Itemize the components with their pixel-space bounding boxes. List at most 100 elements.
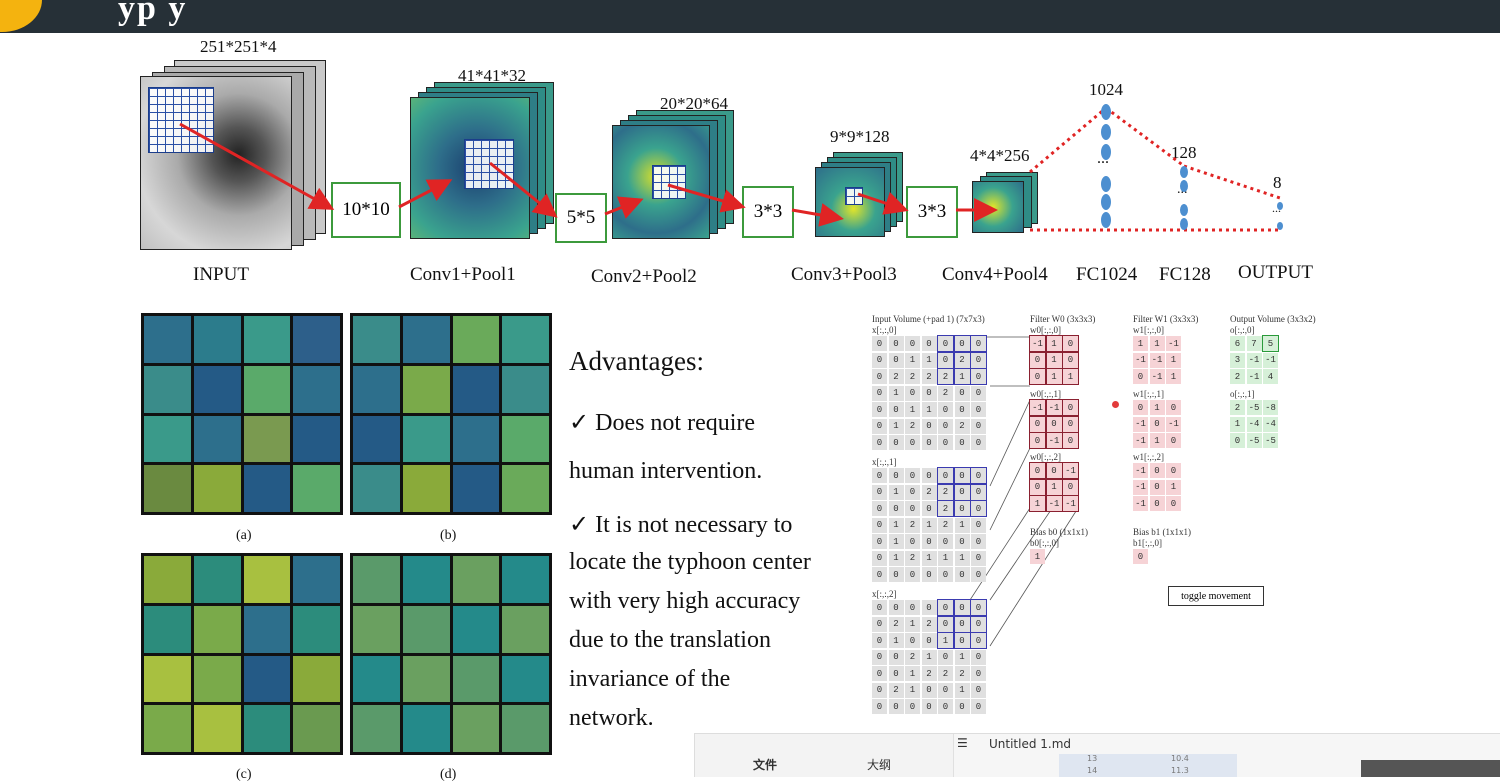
input-matrix-cell: 0 — [971, 418, 986, 434]
toggle-movement-button[interactable]: toggle movement — [1168, 586, 1264, 606]
filter1-matrix-cell: 1 — [1149, 336, 1165, 351]
filter0-matrix-cell: 0 — [1029, 462, 1046, 479]
output-matrix-cell: -5 — [1246, 433, 1262, 448]
filter1-matrix-cell: 0 — [1133, 369, 1148, 384]
output-matrix-cell: -5 — [1246, 400, 1262, 415]
input-matrix-cell: 0 — [971, 550, 986, 566]
feature-map-label-b: (b) — [440, 528, 457, 543]
layer-label-fc1024: FC1024 — [1076, 264, 1138, 285]
input-matrix-cell: 0 — [954, 567, 970, 582]
input-matrix-cell: 0 — [953, 632, 971, 649]
filter1-matrix-cell: 1 — [1149, 433, 1165, 448]
filter0-matrix-cell: -1 — [1045, 495, 1063, 512]
input-dim-label: 251*251*4 — [200, 37, 277, 56]
editor-image-thumbnail — [1361, 760, 1500, 777]
layer-label-conv4: Conv4+Pool4 — [942, 264, 1048, 285]
input-matrix-cell: 0 — [872, 682, 887, 698]
menu-icon[interactable]: ☰ — [957, 736, 968, 750]
input-matrix-cell: 0 — [888, 435, 904, 450]
input-matrix-cell: 0 — [888, 649, 904, 665]
slide-header-bar: yp y — [0, 0, 1500, 33]
filter1-matrix-cell: -1 — [1166, 336, 1181, 351]
demo-w12-label: w1[:,:,2] — [1133, 452, 1164, 462]
input-matrix-cell: 0 — [888, 468, 904, 483]
filter0-matrix-cell: 0 — [1029, 478, 1046, 496]
input-matrix-cell: 0 — [954, 534, 970, 549]
filter0-matrix-cell: 0 — [1029, 368, 1046, 385]
input-matrix-cell: 0 — [938, 682, 953, 698]
advantage-line-7: invariance of the — [569, 666, 731, 692]
filter0-matrix-cell: 0 — [1062, 335, 1079, 352]
input-matrix-cell: 0 — [971, 567, 986, 582]
input-matrix-cell: 0 — [872, 649, 887, 665]
input-matrix-cell: 0 — [971, 435, 986, 450]
filter1-matrix-cell: -1 — [1166, 416, 1181, 432]
feature-map-label-a: (a) — [236, 528, 252, 543]
input-matrix-cell: 0 — [954, 385, 970, 401]
input-matrix-cell: 2 — [888, 616, 904, 632]
input-matrix-cell: 2 — [953, 351, 971, 369]
filter1-matrix-cell: -1 — [1133, 352, 1148, 368]
filter1-matrix-cell: 0 — [1149, 416, 1165, 432]
demo-w00-label: w0[:,:,0] — [1030, 325, 1061, 335]
filter0-matrix-cell: 1 — [1029, 495, 1046, 512]
input-matrix-cell: 1 — [905, 682, 920, 698]
input-matrix-cell: 0 — [905, 600, 920, 615]
filter1-matrix-cell: 0 — [1166, 433, 1181, 448]
tab-outline[interactable]: 大纲 — [867, 758, 892, 772]
filter1-matrix-cell: -1 — [1133, 463, 1148, 478]
input-matrix-cell: 0 — [888, 336, 904, 351]
input-matrix-cell: 0 — [888, 352, 904, 368]
filter0-matrix-cell: -1 — [1062, 462, 1079, 479]
layer-label-conv1: Conv1+Pool1 — [410, 264, 516, 285]
input-matrix-cell: 1 — [953, 368, 971, 385]
input-matrix-cell: 0 — [905, 567, 920, 582]
advantage-line-3: ✓ It is not necessary to — [569, 512, 793, 538]
input-matrix-cell: 0 — [905, 633, 920, 648]
input-matrix-cell: 0 — [921, 385, 937, 401]
fc1024-node — [1101, 176, 1111, 192]
output-matrix-cell: 6 — [1230, 336, 1245, 351]
input-matrix-cell: 0 — [872, 534, 887, 549]
input-matrix-cell: 0 — [888, 567, 904, 582]
filter1-matrix-cell: 0 — [1149, 479, 1165, 495]
input-matrix-cell: 0 — [905, 336, 920, 351]
filter1-matrix-cell: -1 — [1133, 479, 1148, 495]
input-matrix-cell: 1 — [905, 666, 920, 681]
fc128-node — [1180, 204, 1188, 216]
fc1024-node — [1101, 124, 1111, 140]
demo-bias0-label: b0[:,:,0] — [1030, 538, 1059, 548]
filter1-matrix-cell: 1 — [1166, 352, 1181, 368]
output-matrix-cell: 5 — [1262, 335, 1279, 352]
slide-title: yp y — [118, 0, 188, 27]
input-matrix-cell: 0 — [905, 699, 920, 714]
input-matrix-cell: 0 — [954, 435, 970, 450]
input-matrix-cell: 1 — [937, 632, 954, 649]
table-cell: 14 — [1087, 766, 1098, 775]
input-matrix-cell: 1 — [921, 517, 937, 533]
input-matrix-cell: 0 — [971, 682, 986, 698]
input-matrix-cell: 0 — [954, 402, 970, 417]
input-matrix-cell: 0 — [872, 336, 887, 351]
input-matrix-cell: 0 — [971, 385, 986, 401]
table-cell: 10.4 — [1171, 754, 1189, 763]
document-filename: Untitled 1.md — [989, 737, 1072, 751]
filter0-matrix-cell: 1 — [1062, 368, 1079, 385]
table-cell: 11.3 — [1171, 766, 1189, 775]
filter0-matrix-cell: 0 — [1062, 399, 1079, 416]
input-matrix-cell: 0 — [921, 336, 937, 351]
conv-demo-link — [989, 447, 1031, 531]
feature-map-label-d: (d) — [440, 767, 457, 782]
editor-table-preview: 13 10.4 14 11.3 — [1059, 754, 1237, 777]
output-matrix-cell: -4 — [1246, 416, 1262, 432]
filter0-matrix-cell: 0 — [1062, 478, 1079, 496]
input-matrix-cell: 0 — [888, 699, 904, 714]
input-matrix-cell: 2 — [921, 616, 937, 632]
input-matrix-cell: 1 — [888, 550, 904, 566]
tab-file[interactable]: 文件 — [753, 758, 778, 772]
layer-label-conv2: Conv2+Pool2 — [591, 266, 697, 287]
input-matrix-cell: 0 — [921, 418, 937, 434]
fc1024-node — [1101, 212, 1111, 228]
filter0-matrix-cell: -1 — [1045, 399, 1063, 416]
demo-input-title: Input Volume (+pad 1) (7x7x3) — [872, 314, 985, 324]
